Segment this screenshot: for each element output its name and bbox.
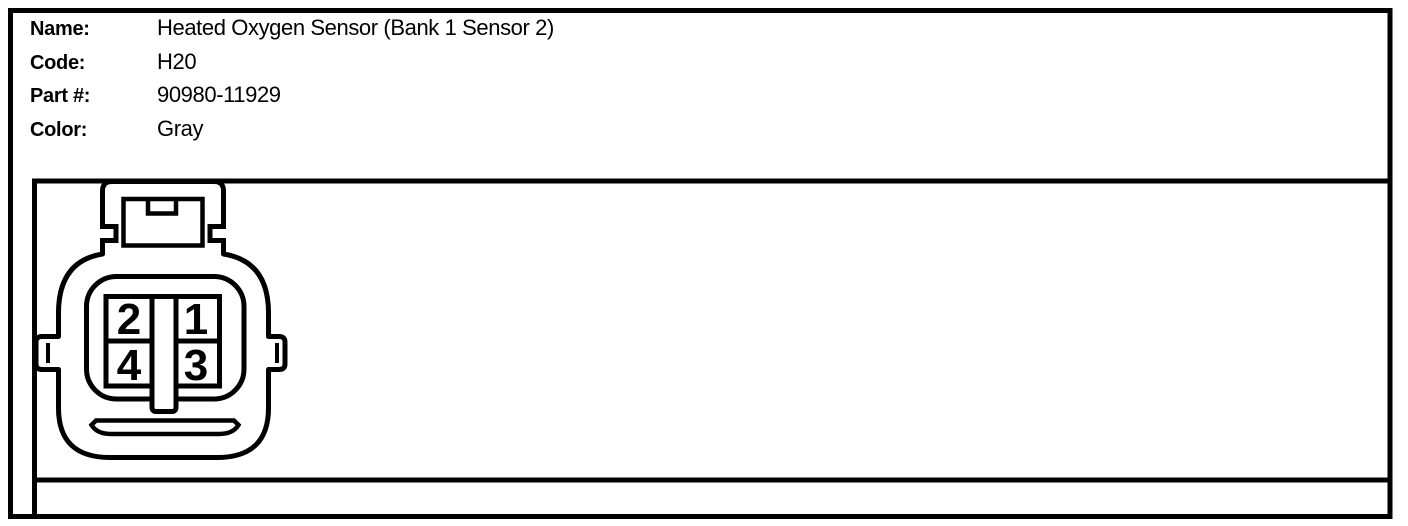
pin-number-top-right: 1 xyxy=(184,295,208,344)
connector-wing-right xyxy=(268,334,288,372)
info-field-value: Gray xyxy=(157,115,204,141)
connector-lock-tab xyxy=(100,179,226,255)
pin-number-bottom-left: 4 xyxy=(117,341,142,390)
info-field-row-color: Color: Gray xyxy=(30,116,554,150)
connector-body-right-shoulder xyxy=(221,251,271,339)
pin-number-top-left: 2 xyxy=(117,295,141,344)
connector-bottom-slot xyxy=(88,418,242,437)
info-field-value: Heated Oxygen Sensor (Bank 1 Sensor 2) xyxy=(157,15,554,40)
info-field-label: Part #: xyxy=(30,85,91,107)
info-panel: Name: Heated Oxygen Sensor (Bank 1 Senso… xyxy=(30,15,554,149)
connector-lock-tab-notch xyxy=(145,200,179,216)
info-field-value: 90980-11929 xyxy=(157,82,281,107)
info-field-row-part-number: Part #: 90980-11929 xyxy=(30,82,554,116)
pin-number-bottom-right: 3 xyxy=(184,341,208,390)
page-border xyxy=(8,8,1393,519)
connector-wing-left xyxy=(33,334,59,372)
connector-body-left-shoulder xyxy=(56,251,105,339)
info-field-label: Name: xyxy=(30,18,90,40)
info-field-label: Color: xyxy=(30,118,88,141)
info-field-label: Code: xyxy=(30,51,86,74)
connector-lock-tab-inner xyxy=(121,196,205,248)
info-field-value: H20 xyxy=(157,48,197,74)
connector-body-bottom xyxy=(56,367,271,460)
info-field-row-code: Code: H20 xyxy=(30,49,554,83)
pin-key-bar xyxy=(149,294,179,414)
info-field-row-name: Name: Heated Oxygen Sensor (Bank 1 Senso… xyxy=(30,15,554,49)
